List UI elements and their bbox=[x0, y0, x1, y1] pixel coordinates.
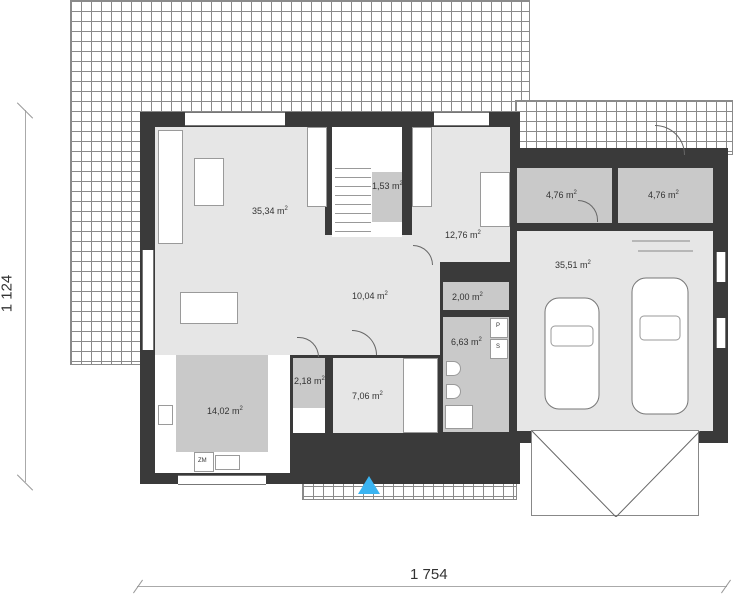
dimension-line-horizontal bbox=[137, 586, 727, 587]
desk bbox=[412, 127, 432, 207]
dimension-width-label: 1 754 bbox=[410, 566, 448, 583]
room-label-stairs: 1,53 m2 bbox=[372, 181, 403, 191]
car-icon-right bbox=[631, 277, 689, 415]
bidet bbox=[446, 361, 461, 376]
sink bbox=[215, 455, 240, 470]
room-label-living: 35,34 m2 bbox=[252, 206, 288, 216]
entrance-arrow-icon bbox=[358, 476, 380, 494]
wardrobe-shelf bbox=[307, 127, 327, 207]
room-label-bathroom: 6,63 m2 bbox=[451, 337, 482, 347]
storage-room-2 bbox=[618, 168, 713, 223]
coffee-table bbox=[194, 158, 224, 206]
room-label-corridor: 2,00 m2 bbox=[452, 292, 483, 302]
window-living-top bbox=[185, 112, 285, 126]
window-garage-right-2 bbox=[716, 318, 726, 348]
window-office-top bbox=[434, 112, 489, 126]
garage-door-canopy bbox=[531, 430, 700, 517]
pantry-shelf bbox=[293, 408, 325, 433]
dryer-label: S bbox=[496, 344, 501, 350]
room-label-garage: 35,51 m2 bbox=[555, 260, 591, 270]
stair-lines bbox=[335, 160, 371, 235]
terrace-rear bbox=[515, 100, 733, 155]
wardrobe-vestibule bbox=[403, 358, 438, 433]
window-garage-right-1 bbox=[716, 252, 726, 282]
dimension-line-vertical bbox=[25, 110, 26, 482]
toilet bbox=[446, 384, 461, 399]
corridor-room bbox=[443, 282, 509, 310]
car-icon-left bbox=[544, 297, 600, 410]
room-label-office: 12,76 m2 bbox=[445, 230, 481, 240]
sofa-living bbox=[158, 130, 183, 244]
room-label-pantry: 2,18 m2 bbox=[294, 376, 325, 386]
shower bbox=[445, 405, 473, 429]
living-room bbox=[155, 127, 325, 245]
dining-table bbox=[180, 292, 238, 324]
pantry-room bbox=[293, 358, 325, 408]
dryer: S bbox=[490, 339, 508, 359]
washer: P bbox=[490, 318, 508, 338]
cooktop bbox=[158, 405, 173, 425]
fridge-label: ZM bbox=[198, 458, 207, 464]
window-kitchen-bottom bbox=[178, 475, 266, 485]
kitchen-room bbox=[176, 355, 268, 452]
stairs-closet bbox=[372, 172, 402, 222]
room-label-hall: 10,04 m2 bbox=[352, 291, 388, 301]
bicycle-icon bbox=[632, 240, 693, 252]
dimension-height-label: 1 124 bbox=[0, 274, 16, 313]
fridge: ZM bbox=[194, 452, 214, 472]
hall-strip bbox=[325, 235, 415, 345]
window-dining-left bbox=[142, 250, 154, 350]
room-label-storage-2: 4,76 m2 bbox=[648, 190, 679, 200]
washer-label: P bbox=[496, 323, 501, 329]
room-label-storage-1: 4,76 m2 bbox=[546, 190, 577, 200]
room-label-kitchen: 14,02 m2 bbox=[207, 406, 243, 416]
room-label-vestibule: 7,06 m2 bbox=[352, 391, 383, 401]
sofa-office bbox=[480, 172, 510, 227]
